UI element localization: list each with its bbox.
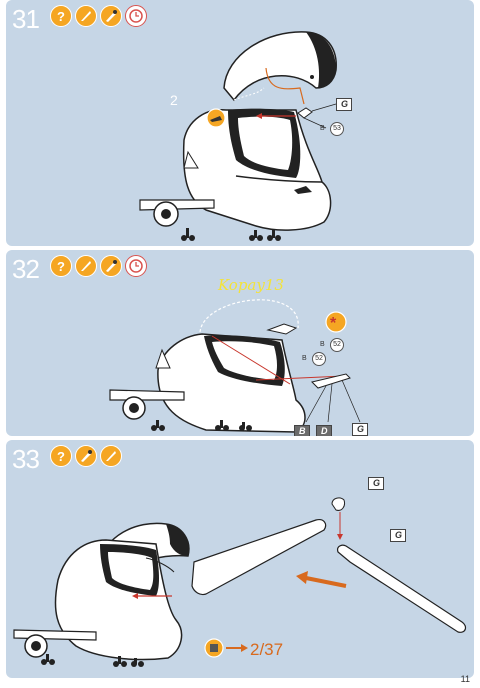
step-31-panel: 31 ? 2 [6, 0, 474, 246]
paint-tag: G [368, 477, 385, 490]
glue-icon [325, 311, 347, 333]
paint-tag: D [316, 425, 332, 436]
ref-number: 52 [312, 352, 326, 366]
svg-text:?: ? [57, 259, 65, 274]
ref-number: 53 [330, 122, 344, 136]
step-33-panel: 33 ? [6, 440, 474, 678]
brush-icon [100, 255, 122, 277]
step-icons: ? [50, 445, 122, 467]
knife-icon [75, 255, 97, 277]
paint-tag: G [336, 98, 353, 111]
step-number: 32 [12, 254, 40, 284]
paint-tag: G [390, 529, 407, 542]
svg-text:?: ? [57, 449, 65, 464]
question-icon: ? [50, 445, 72, 467]
question-icon: ? [50, 5, 72, 27]
ref-prefix: B [302, 355, 307, 362]
step-31-illustration [139, 31, 337, 241]
knife-icon [100, 445, 122, 467]
clock-icon [125, 255, 147, 277]
ref-number: 52 [330, 338, 344, 352]
step-32-illustration: * [109, 299, 361, 433]
ref-prefix: B [320, 125, 325, 132]
clock-icon [125, 5, 147, 27]
step-icons: ? [50, 5, 147, 27]
cross-reference: 2/37 [250, 640, 284, 659]
part-count-label: 2 [170, 92, 178, 108]
ref-prefix: B [320, 341, 325, 348]
step-number: 31 [12, 4, 40, 34]
svg-text:?: ? [57, 9, 65, 24]
brush-icon [100, 5, 122, 27]
question-icon: ? [50, 255, 72, 277]
step-33-illustration [13, 497, 467, 667]
paint-tag: G [352, 423, 369, 436]
svg-text:*: * [330, 315, 337, 332]
knife-icon [75, 5, 97, 27]
step-icons: ? [50, 255, 147, 277]
page-number: 11 [460, 674, 470, 684]
watermark: Kopay13 [218, 276, 284, 294]
step-32-panel: 32 ? Kopay13 * [6, 250, 474, 436]
brush-icon [75, 445, 97, 467]
paint-tag: B [294, 425, 310, 436]
step-number: 33 [12, 444, 40, 474]
